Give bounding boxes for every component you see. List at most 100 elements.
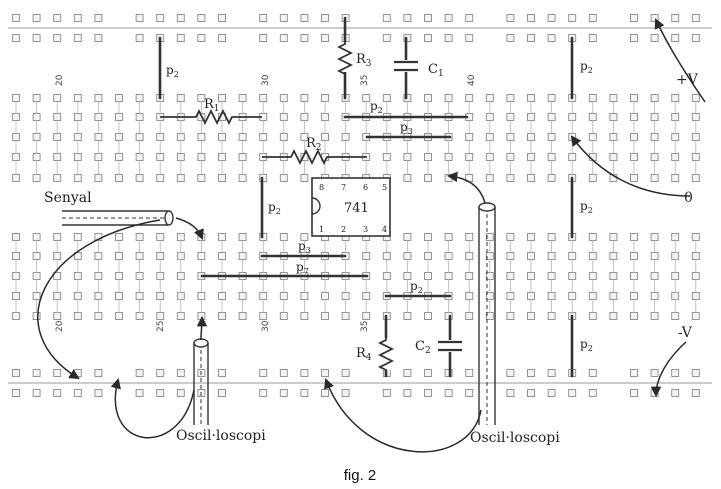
label-p2-6: p2 [580,199,593,215]
breadboard-hole [465,252,474,260]
breadboard-hole [424,389,432,397]
breadboard-hole [197,133,206,141]
breadboard-hole [527,34,535,42]
scope-probe-left [193,338,209,425]
label-p3-2: p3 [298,239,311,255]
breadboard-hole [506,389,515,397]
col-num-35-bottom: 35 [360,321,370,332]
breadboard-hole [588,272,597,280]
breadboard-hole [465,369,474,377]
breadboard-hole [73,14,82,22]
label-p2-4: p2 [410,279,423,295]
breadboard-hole [403,174,412,182]
breadboard-hole [300,34,309,42]
breadboard-hole [609,94,618,102]
breadboard-hole [94,34,103,42]
breadboard-hole [218,34,226,42]
breadboard-hole [568,14,577,22]
signal-cable [62,210,174,226]
capacitor-c2 [436,340,464,352]
breadboard-hole [671,14,680,22]
breadboard-hole [73,272,82,280]
chip-pin-8: 8 [319,183,324,192]
breadboard-hole [506,133,515,141]
label-p2-1: p2 [166,63,179,79]
breadboard-hole [527,312,535,320]
breadboard-hole [341,312,350,320]
breadboard-hole [94,292,103,300]
breadboard-hole [156,14,165,22]
breadboard-hole [506,14,515,22]
breadboard-hole [609,233,618,241]
breadboard-hole [197,252,206,260]
chip-pin-1: 1 [319,225,324,234]
breadboard-hole [506,312,515,320]
breadboard-hole [588,94,597,102]
breadboard-hole [197,292,206,300]
breadboard-hole [32,34,41,42]
connection-curves [37,18,706,453]
label-r2: R2 [306,136,322,153]
resistor-r4 [377,336,395,374]
breadboard-hole [156,389,165,397]
breadboard-hole [238,312,247,320]
breadboard-hole [650,34,659,42]
breadboard-hole [609,153,618,161]
breadboard-hole [588,133,597,141]
column-numbers-bottom: 20 25 30 35 [55,320,370,332]
curve-zero [570,135,691,197]
breadboard-hole [547,369,556,377]
breadboard-hole [527,252,535,260]
breadboard-hole [671,292,680,300]
breadboard-hole [527,153,535,161]
breadboard-hole [403,252,412,260]
breadboard-hole [568,389,577,397]
breadboard-hole [630,252,638,260]
breadboard-hole [588,34,597,42]
breadboard-hole [609,113,618,121]
chip-pin-2: 2 [341,225,346,234]
breadboard-hole [403,312,412,320]
breadboard-hole [73,153,82,161]
breadboard-hole [465,292,474,300]
breadboard-hole [300,312,309,320]
breadboard-hole [547,133,556,141]
breadboard-hole [465,312,474,320]
breadboard-hole [32,312,41,320]
breadboard-hole [527,133,535,141]
breadboard-hole [568,272,577,280]
breadboard-hole [691,14,700,22]
breadboard-hole [53,153,62,161]
resistor-r1 [160,108,262,126]
breadboard-hole [609,312,618,320]
breadboard-hole [506,292,515,300]
breadboard-hole [671,153,680,161]
breadboard-hole [444,272,453,280]
breadboard-hole [115,153,123,161]
breadboard-hole [547,233,556,241]
label-p2-3: p2 [268,200,281,216]
breadboard-hole [650,272,659,280]
col-num-20-top: 20 [55,74,65,86]
breadboard-hole [94,312,103,320]
breadboard-hole [176,233,185,241]
breadboard-hole [527,292,535,300]
label-r3: R3 [356,52,372,69]
breadboard-hole [321,389,329,397]
breadboard-hole [691,174,700,182]
col-num-35-top: 35 [360,75,370,86]
breadboard-hole [547,252,556,260]
breadboard-hole [218,133,226,141]
breadboard-hole [547,292,556,300]
breadboard-hole [547,34,556,42]
curve-left-probe-to-ground [110,377,195,439]
breadboard-hole [465,233,474,241]
breadboard-hole [259,133,268,141]
breadboard-hole [341,133,350,141]
breadboard-hole [73,312,82,320]
terminal-labels: Senyal Oscil·loscopi Oscil·loscopi +V 0 … [44,72,699,446]
breadboard-hole [403,153,412,161]
label-oscilloscope-right: Oscil·loscopi [470,430,560,446]
breadboard-hole [176,14,185,22]
breadboard-hole [547,113,556,121]
